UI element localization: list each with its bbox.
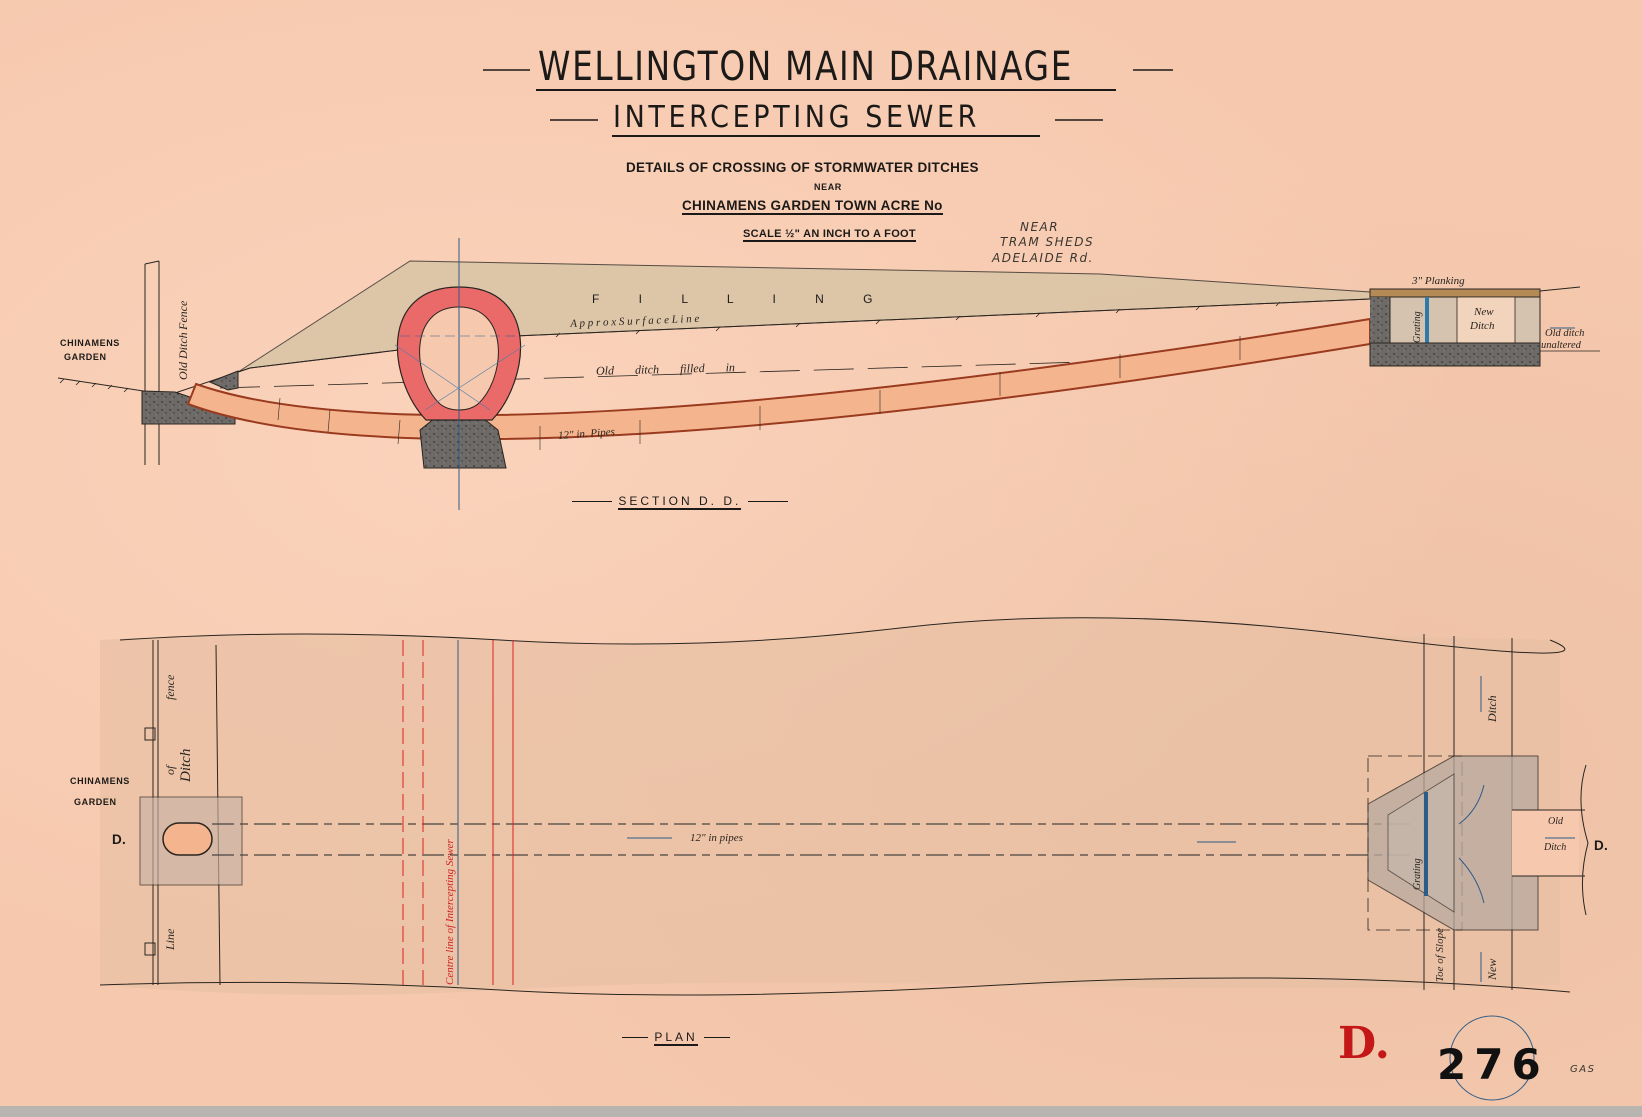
plan-old-ditch-1: Old bbox=[1548, 816, 1563, 827]
handwritten-note-2: TRAM SHEDS bbox=[1000, 235, 1095, 249]
rule bbox=[704, 1037, 731, 1039]
section-marker-right: D. bbox=[1594, 838, 1609, 853]
line-of-fence-1: fence bbox=[163, 674, 177, 700]
rule bbox=[572, 501, 612, 503]
title-rules bbox=[483, 69, 1173, 137]
rule bbox=[747, 501, 788, 503]
plan-garden-label-2: GARDEN bbox=[74, 797, 117, 807]
title-main: WELLINGTON MAIN DRAINAGE bbox=[538, 44, 1074, 90]
handwritten-note-3: ADELAIDE Rd. bbox=[992, 251, 1094, 265]
old-ditch-label: Old Ditch bbox=[176, 332, 190, 380]
section-marker-left: D. bbox=[112, 832, 127, 847]
section-drawing bbox=[57, 238, 1600, 510]
plan-area bbox=[100, 617, 1560, 995]
intercepting-sewer-section bbox=[394, 238, 526, 510]
line-of-fence-2: of bbox=[163, 765, 177, 775]
title-details: DETAILS OF CROSSING OF STORMWATER DITCHE… bbox=[626, 160, 979, 175]
fence-post bbox=[144, 260, 160, 465]
title-scale: SCALE ½" AN INCH TO A FOOT bbox=[743, 228, 916, 242]
old-ditch-unaltered-1: Old ditch bbox=[1545, 328, 1585, 339]
line-of-fence-3: Line bbox=[163, 928, 177, 950]
section-garden-label-2: GARDEN bbox=[64, 352, 107, 362]
egg-sewer-plan bbox=[162, 822, 213, 856]
plan-ditch-label: Ditch bbox=[178, 748, 194, 782]
plan-old-ditch-2: Ditch bbox=[1544, 842, 1567, 853]
plan-garden-label-1: CHINAMENS bbox=[70, 776, 130, 786]
plan-title-text: PLAN bbox=[654, 1030, 698, 1046]
section-title-text: SECTION D. D. bbox=[618, 494, 742, 510]
toe-of-slope-label: Toe of Slope bbox=[1434, 928, 1446, 982]
stamp-initials: GAS bbox=[1570, 1064, 1596, 1075]
stamp-number: 276 bbox=[1437, 1040, 1549, 1089]
new-ditch-label-1: New bbox=[1474, 306, 1494, 318]
filling-label: F I L L I N G bbox=[592, 292, 891, 306]
centre-line-label: Centre line of Intercepting Sewer bbox=[444, 839, 456, 985]
plan-new-label: New bbox=[1485, 958, 1499, 980]
plan-grating-label: Grating bbox=[1412, 858, 1423, 890]
title-location: CHINAMENS GARDEN TOWN ACRE No bbox=[682, 198, 943, 215]
old-ditch-unaltered-2: unaltered bbox=[1541, 340, 1581, 351]
stamp-letter: D. bbox=[1338, 1018, 1390, 1069]
section-title: SECTION D. D. bbox=[572, 494, 788, 510]
planking-label: 3" Planking bbox=[1412, 275, 1465, 287]
new-ditch-label-2: Ditch bbox=[1470, 320, 1495, 332]
grating-chamber bbox=[1369, 286, 1600, 367]
grating-label: Grating bbox=[1412, 311, 1423, 343]
plan-title: PLAN bbox=[622, 1030, 731, 1046]
rule bbox=[622, 1037, 648, 1039]
stamp-circle bbox=[1449, 1015, 1535, 1101]
plan-drawing bbox=[99, 617, 1589, 996]
plan-pipes-label: 12" in pipes bbox=[690, 832, 743, 844]
title-near: NEAR bbox=[814, 182, 842, 192]
plan-ditch-top-label: Ditch bbox=[1485, 695, 1499, 722]
section-garden-label-1: CHINAMENS bbox=[60, 338, 120, 348]
handwritten-note-1: NEAR bbox=[1020, 220, 1060, 234]
fence-label: Fence bbox=[176, 300, 190, 330]
title-sub: INTERCEPTING SEWER bbox=[613, 100, 981, 135]
